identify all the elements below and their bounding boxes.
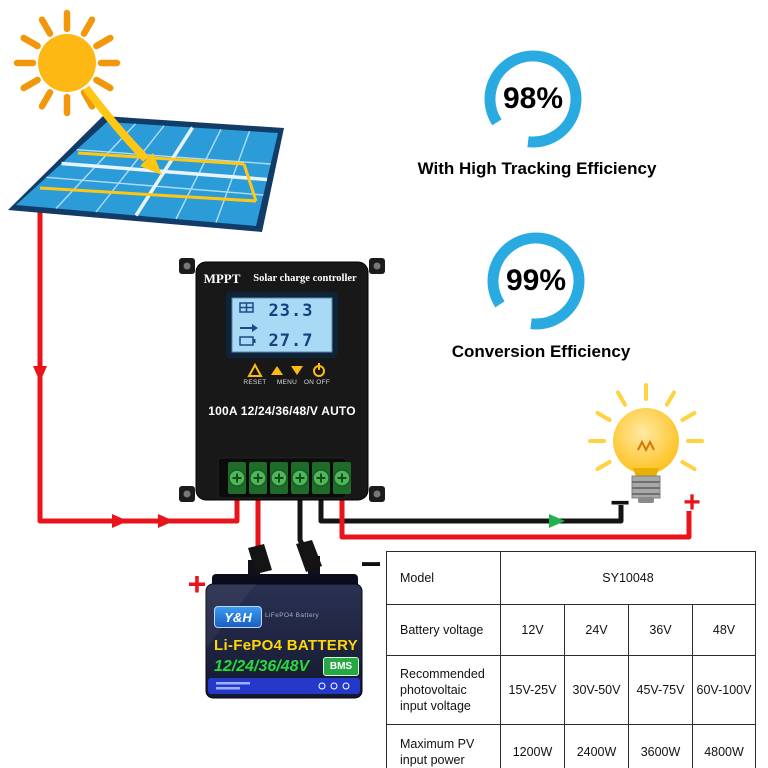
- red-arrow-down-icon: [33, 366, 47, 382]
- warning-triangle-icon: [247, 362, 263, 377]
- conversion-efficiency-caption: Conversion Efficiency: [451, 342, 631, 361]
- onoff-button-label[interactable]: ON OFF: [303, 379, 331, 386]
- charge-controller: [179, 258, 385, 502]
- battery-voltage-cell: 12V: [500, 604, 565, 656]
- wiring: [33, 204, 692, 552]
- pv-voltage-cell: 45V-75V: [628, 655, 693, 725]
- lcd-value-top: 23.3: [268, 301, 314, 321]
- bulb-minus-label: −: [610, 484, 630, 522]
- spec-table: Model SY10048 Battery voltage 12V 24V 36…: [386, 551, 756, 768]
- up-arrow-icon: [271, 366, 283, 375]
- load-red-wire: [339, 497, 692, 540]
- battery-voltage-cell: 24V: [564, 604, 629, 656]
- black-clamp: [296, 540, 322, 572]
- controller-buttons: [247, 362, 325, 377]
- pv-power-cell: 4800W: [692, 724, 756, 768]
- menu-button-label[interactable]: MENU: [276, 379, 298, 386]
- table-row-pv-voltage: Recommended photovoltaic input voltage 1…: [386, 655, 756, 725]
- battery-voltage-row-label: Battery voltage: [386, 604, 501, 656]
- pv-power-cell: 2400W: [564, 724, 629, 768]
- lcd-display: [226, 292, 338, 358]
- red-arrow-right-icon: [112, 514, 128, 528]
- battery-tagline: LiFePO4 Battery: [265, 612, 320, 619]
- battery-voltage-cell: 48V: [692, 604, 756, 656]
- model-label: Model: [386, 551, 501, 605]
- pv-red-wire: [37, 204, 240, 524]
- red-arrow-right-icon: [158, 514, 174, 528]
- battery-name: Li-FePO4 BATTERY: [214, 637, 358, 654]
- battery-minus-label: −: [360, 543, 382, 584]
- panel-circuit-lines: [39, 151, 258, 203]
- red-clamp: [248, 544, 272, 574]
- reset-button-label[interactable]: RESET: [243, 379, 267, 386]
- pv-voltage-row-label: Recommended photovoltaic input voltage: [386, 655, 501, 725]
- conversion-efficiency-ring: [487, 232, 585, 330]
- lcd-value-bottom: 27.7: [268, 331, 314, 351]
- table-row-model: Model SY10048: [386, 551, 756, 605]
- battery-voltage-cell: 36V: [628, 604, 693, 656]
- pv-voltage-cell: 15V-25V: [500, 655, 565, 725]
- terminal-block: [217, 457, 351, 499]
- battery-bms-badge: BMS: [323, 657, 359, 676]
- battery-plus-label: +: [187, 566, 207, 602]
- tracking-efficiency-ring: [484, 50, 582, 148]
- sun-icon: [13, 9, 121, 117]
- bulb-icon: [588, 383, 704, 503]
- down-arrow-icon: [291, 366, 303, 375]
- battery-voltage-label: 12/24/36/48V: [214, 658, 310, 675]
- green-arrow-right-icon: [549, 514, 565, 528]
- battery-brand-logo: Y&H: [214, 606, 262, 628]
- tracking-efficiency-value: 98%: [502, 82, 564, 115]
- controller-rating: 100A 12/24/36/48/V AUTO: [208, 404, 356, 418]
- pv-power-cell: 3600W: [628, 724, 693, 768]
- solar-panel: [8, 85, 284, 232]
- tracking-efficiency-caption: With High Tracking Efficiency: [417, 159, 657, 178]
- pv-voltage-cell: 30V-50V: [564, 655, 629, 725]
- conversion-efficiency-value: 99%: [505, 264, 567, 297]
- table-row-battery-voltage: Battery voltage 12V 24V 36V 48V: [386, 604, 756, 656]
- pv-power-cell: 1200W: [500, 724, 565, 768]
- energy-arrow-icon: [82, 85, 162, 175]
- table-row-pv-power: Maximum PV input power 1200W 2400W 3600W…: [386, 724, 756, 768]
- load-black-wire: [318, 497, 624, 524]
- controller-title: Solar charge controller: [253, 273, 357, 284]
- controller-brand: MPPT: [203, 271, 241, 286]
- pv-power-row-label: Maximum PV input power: [386, 724, 501, 768]
- model-value: SY10048: [500, 551, 756, 605]
- pv-voltage-cell: 60V-100V: [692, 655, 756, 725]
- bulb-plus-label: +: [683, 486, 701, 519]
- terminal-screws: [228, 462, 351, 494]
